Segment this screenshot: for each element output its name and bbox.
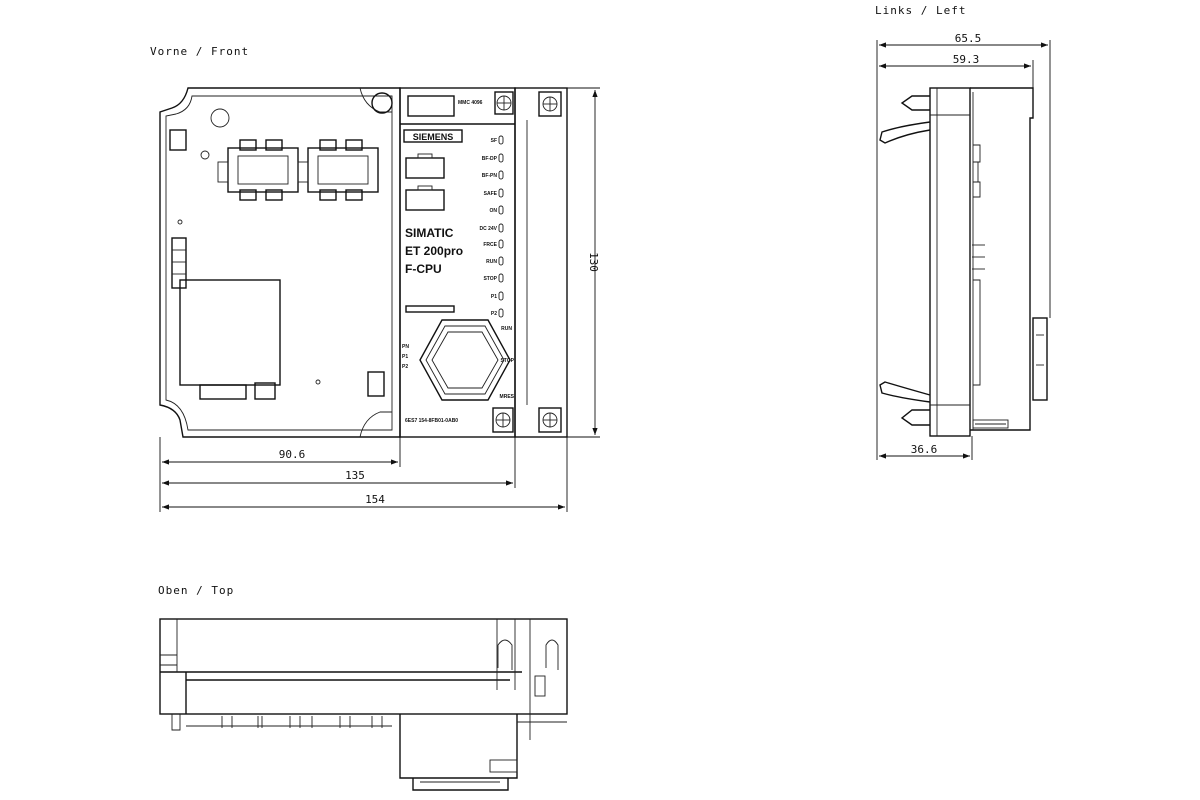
led-column: SF BF-DP BF-PN SAFE ON DC 24V FRCE RUN S… — [479, 135, 504, 318]
screw-icon — [494, 91, 514, 115]
mode-switch — [419, 319, 511, 401]
led-label: P1 — [491, 294, 497, 300]
led-label: RUN — [486, 259, 497, 265]
dim-65-5: 65.5 — [955, 32, 982, 45]
screw-icon — [538, 407, 562, 433]
brand-logo: SIEMENS — [413, 132, 454, 142]
connector-left — [217, 139, 299, 201]
left-view-label: Links / Left — [875, 4, 966, 17]
dim-59-3: 59.3 — [953, 53, 980, 66]
left-view: 65.5 59.3 36.6 — [876, 32, 1051, 460]
screw-icon — [492, 407, 514, 433]
dim-90-6: 90.6 — [279, 448, 306, 461]
top-view — [159, 618, 568, 791]
led-label: BF-PN — [482, 173, 498, 179]
terminal-module — [514, 87, 568, 438]
led-label: STOP — [483, 276, 497, 282]
card-slot — [407, 95, 455, 117]
port-label: PN — [402, 344, 409, 350]
port-label: P2 — [402, 364, 408, 370]
product-model: ET 200pro — [405, 244, 463, 258]
connector-right — [297, 139, 379, 201]
screw-icon — [538, 91, 562, 117]
dim-135: 135 — [345, 469, 365, 482]
front-view: MMC 4096 SIEMENS SIMATIC ET 200pro F-CPU… — [159, 87, 600, 512]
led-label: FRCE — [483, 242, 497, 248]
mounting-hole — [371, 92, 393, 114]
card-slot-label: MMC 4096 — [458, 100, 483, 106]
top-view-label: Oben / Top — [158, 584, 234, 597]
product-line: SIMATIC — [405, 226, 454, 240]
rear-body — [970, 87, 1034, 431]
bottom-connector — [412, 778, 509, 791]
dim-154: 154 — [365, 493, 385, 506]
front-body — [929, 87, 971, 437]
led-label: ON — [490, 208, 498, 214]
switch-label-mres: MRES — [500, 394, 515, 400]
switch-label-stop: STOP — [500, 358, 514, 364]
front-view-label: Vorne / Front — [150, 45, 249, 58]
led-label: SF — [491, 138, 497, 144]
port-label: P1 — [402, 354, 408, 360]
dim-36-6: 36.6 — [911, 443, 938, 456]
order-number: 6ES7 154-8FB01-0AB0 — [405, 418, 458, 424]
dim-130: 130 — [587, 252, 600, 272]
switch-label-run: RUN — [501, 326, 512, 332]
front-dimensions: 90.6 135 154 130 — [159, 87, 600, 512]
top-body — [159, 618, 568, 715]
led-label: SAFE — [484, 191, 498, 197]
side-connector — [1032, 317, 1048, 401]
led-label: P2 — [491, 311, 497, 317]
led-label: BF-DP — [482, 156, 498, 162]
product-type: F-CPU — [405, 262, 442, 276]
led-label: DC 24V — [479, 226, 497, 232]
